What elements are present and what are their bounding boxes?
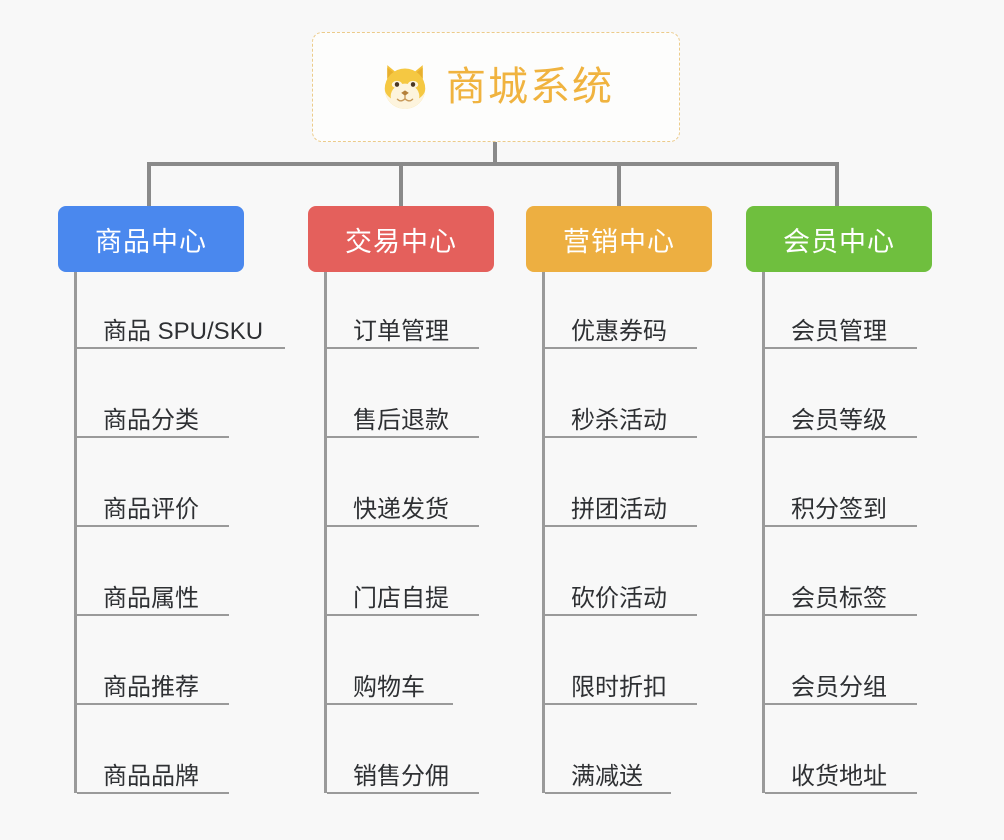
- leaf-label: 砍价活动: [571, 585, 667, 612]
- leaf-label: 商品 SPU/SKU: [103, 318, 264, 345]
- leaf-item[interactable]: 订单管理: [327, 320, 479, 349]
- leaf-underline: [765, 614, 917, 616]
- leaf-underline: [327, 347, 479, 349]
- category-node-4[interactable]: 会员中心: [746, 206, 932, 272]
- leaf-item[interactable]: 商品属性: [77, 587, 229, 616]
- leaf-item[interactable]: 拼团活动: [545, 498, 697, 527]
- connector-stem: [493, 142, 497, 166]
- leaf-label: 门店自提: [353, 585, 449, 612]
- leaf-item[interactable]: 快递发货: [327, 498, 479, 527]
- leaf-item[interactable]: 商品分类: [77, 409, 229, 438]
- leaf-label: 满减送: [571, 763, 643, 790]
- leaf-item[interactable]: 售后退款: [327, 409, 479, 438]
- leaf-underline: [77, 525, 229, 527]
- leaf-underline: [765, 347, 917, 349]
- shiba-dog-face-icon: [384, 65, 426, 109]
- category-node-3[interactable]: 营销中心: [526, 206, 712, 272]
- leaf-label: 会员等级: [791, 407, 887, 434]
- leaf-item[interactable]: 销售分佣: [327, 765, 479, 794]
- leaf-label: 商品属性: [103, 585, 199, 612]
- branch-spine: [762, 272, 765, 793]
- leaf-item[interactable]: 会员标签: [765, 587, 917, 616]
- leaf-item[interactable]: 满减送: [545, 765, 671, 794]
- leaf-underline: [77, 614, 229, 616]
- leaf-label: 购物车: [353, 674, 425, 701]
- leaf-item[interactable]: 优惠券码: [545, 320, 697, 349]
- leaf-item[interactable]: 收货地址: [765, 765, 917, 794]
- leaf-item[interactable]: 会员管理: [765, 320, 917, 349]
- category-label: 会员中心: [783, 226, 895, 257]
- connector-drop-4: [835, 162, 839, 210]
- connector-bus: [149, 162, 837, 166]
- leaf-underline: [77, 347, 285, 349]
- leaf-underline: [545, 436, 697, 438]
- leaf-underline: [77, 703, 229, 705]
- leaf-item[interactable]: 秒杀活动: [545, 409, 697, 438]
- leaf-item[interactable]: 商品品牌: [77, 765, 229, 794]
- leaf-underline: [765, 436, 917, 438]
- leaf-underline: [327, 792, 479, 794]
- leaf-label: 订单管理: [353, 318, 449, 345]
- leaf-item[interactable]: 商品评价: [77, 498, 229, 527]
- leaf-label: 限时折扣: [571, 674, 667, 701]
- category-node-1[interactable]: 商品中心: [58, 206, 244, 272]
- category-label: 商品中心: [95, 226, 207, 257]
- root-node[interactable]: 商城系统: [312, 32, 680, 142]
- leaf-underline: [327, 614, 479, 616]
- leaf-label: 收货地址: [791, 763, 887, 790]
- leaf-label: 售后退款: [353, 407, 449, 434]
- leaf-label: 商品品牌: [103, 763, 199, 790]
- leaf-item[interactable]: 购物车: [327, 676, 453, 705]
- leaf-underline: [545, 792, 671, 794]
- branch-spine: [324, 272, 327, 793]
- leaf-label: 拼团活动: [571, 496, 667, 523]
- leaf-underline: [545, 347, 697, 349]
- leaf-underline: [765, 525, 917, 527]
- leaf-item[interactable]: 门店自提: [327, 587, 479, 616]
- leaf-label: 积分签到: [791, 496, 887, 523]
- leaf-item[interactable]: 砍价活动: [545, 587, 697, 616]
- leaf-underline: [545, 614, 697, 616]
- leaf-label: 会员分组: [791, 674, 887, 701]
- leaf-label: 商品评价: [103, 496, 199, 523]
- leaf-underline: [765, 792, 917, 794]
- connector-drop-1: [147, 162, 151, 210]
- leaf-item[interactable]: 限时折扣: [545, 676, 697, 705]
- leaf-underline: [77, 436, 229, 438]
- category-label: 交易中心: [345, 226, 457, 257]
- leaf-label: 商品推荐: [103, 674, 199, 701]
- connector-drop-3: [617, 162, 621, 210]
- leaf-item[interactable]: 积分签到: [765, 498, 917, 527]
- leaf-underline: [327, 525, 479, 527]
- leaf-item[interactable]: 商品推荐: [77, 676, 229, 705]
- leaf-item[interactable]: 商品 SPU/SKU: [77, 320, 285, 349]
- branch-spine: [74, 272, 77, 793]
- leaf-underline: [327, 436, 479, 438]
- leaf-underline: [545, 525, 697, 527]
- leaf-label: 销售分佣: [353, 763, 449, 790]
- leaf-label: 商品分类: [103, 407, 199, 434]
- leaf-label: 优惠券码: [571, 318, 667, 345]
- root-title: 商城系统: [446, 65, 614, 109]
- leaf-label: 会员管理: [791, 318, 887, 345]
- leaf-label: 会员标签: [791, 585, 887, 612]
- connector-drop-2: [399, 162, 403, 210]
- leaf-underline: [77, 792, 229, 794]
- leaf-item[interactable]: 会员分组: [765, 676, 917, 705]
- leaf-label: 快递发货: [353, 496, 449, 523]
- branch-spine: [542, 272, 545, 793]
- leaf-label: 秒杀活动: [571, 407, 667, 434]
- category-label: 营销中心: [563, 226, 675, 257]
- category-node-2[interactable]: 交易中心: [308, 206, 494, 272]
- leaf-underline: [545, 703, 697, 705]
- leaf-underline: [765, 703, 917, 705]
- leaf-underline: [327, 703, 453, 705]
- leaf-item[interactable]: 会员等级: [765, 409, 917, 438]
